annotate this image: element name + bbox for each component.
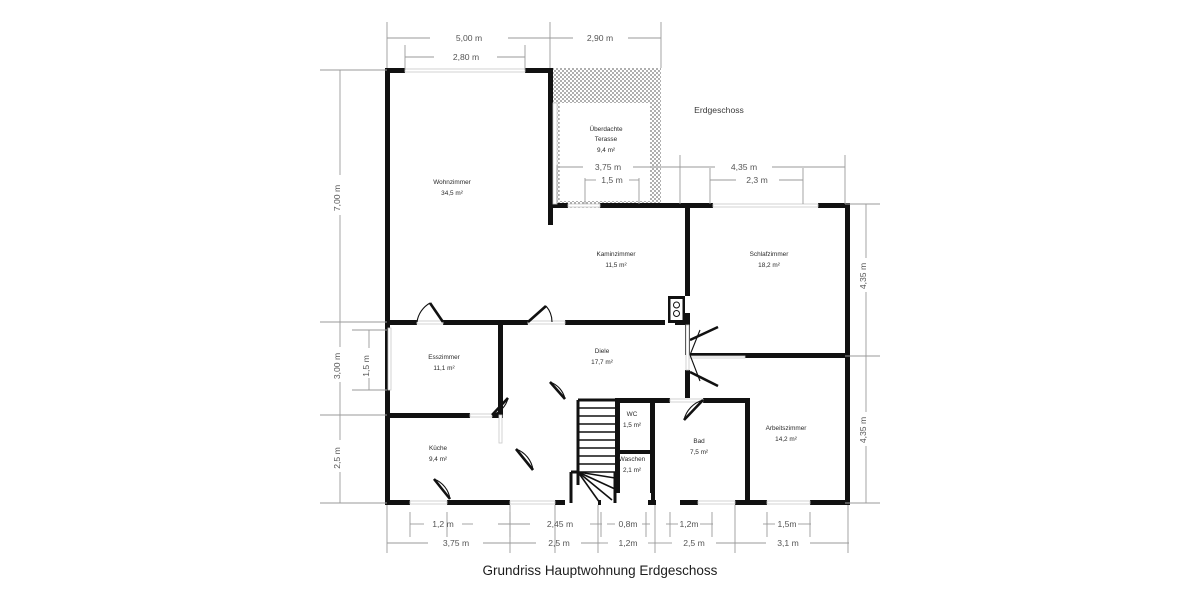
dimension-left-7-00: 7,00 m: [332, 185, 342, 211]
wall-structure: [385, 68, 850, 505]
dimension-bottom-2-5a: 2,5 m: [548, 538, 570, 548]
dimension-right-4-35-top: 4,35 m: [858, 263, 868, 289]
room-area-esszimmer: 11,1 m²: [433, 365, 454, 372]
room-area-arbeitszimmer: 14,2 m²: [775, 436, 797, 443]
room-label-terrasse-line1: Überdachte: [589, 125, 622, 133]
room-label-kueche: Küche: [429, 445, 448, 452]
dimension-bottom-2-5b: 2,5 m: [683, 538, 705, 548]
dimensions-mid: 3,75 m 4,35 m 1,5 m 2,3 m: [556, 155, 846, 204]
dimensions-top: 5,00 m 2,90 m 2,80 m: [386, 22, 662, 70]
dimension-bottom-2-45: 2,45 m: [547, 519, 573, 529]
room-area-diele: 17,7 m²: [591, 359, 613, 366]
dimension-left-2-5: 2,5 m: [332, 447, 342, 469]
dimension-left-3-00: 3,00 m: [332, 353, 342, 379]
staircase: [569, 398, 617, 504]
room-area-kaminzimmer: 11,5 m²: [605, 262, 626, 269]
room-labels: Wohnzimmer 34,5 m² Überdachte Terasse 9,…: [428, 125, 807, 474]
room-area-schlafzimmer: 18,2 m²: [758, 262, 780, 269]
fireplace-icon: [668, 296, 685, 323]
room-label-arbeitszimmer: Arbeitszimmer: [766, 425, 808, 432]
room-area-wc: 1,5 m²: [623, 422, 641, 429]
room-label-kaminzimmer: Kaminzimmer: [596, 251, 636, 258]
room-area-waschen: 2,1 m²: [623, 467, 641, 474]
doors: [416, 302, 719, 500]
floor-level-label: Erdgeschoss: [694, 105, 744, 115]
room-label-waschen: Waschen: [619, 456, 646, 463]
covered-terrace-hatch: [553, 68, 661, 208]
dimensions-left: 7,00 m 3,00 m 1,5 m 2,5 m: [320, 69, 387, 504]
plan-title: Grundriss Hauptwohnung Erdgeschoss: [483, 563, 718, 578]
dimensions-right: 4,35 m 4,35 m: [845, 203, 880, 504]
dimension-bottom-1-5: 1,5m: [777, 519, 796, 529]
dimension-bottom-0-8: 0,8m: [618, 519, 637, 529]
room-label-esszimmer: Esszimmer: [428, 354, 460, 361]
dimension-bottom-1-2c: 1,2m: [618, 538, 637, 548]
dimension-mid-3-75: 3,75 m: [595, 162, 621, 172]
dimension-mid-2-3: 2,3 m: [746, 175, 768, 185]
dimension-top-2-90: 2,90 m: [587, 33, 613, 43]
dimension-top-2-80: 2,80 m: [453, 52, 479, 62]
dimension-mid-1-5: 1,5 m: [601, 175, 623, 185]
dimension-bottom-3-75: 3,75 m: [443, 538, 469, 548]
dimension-bottom-1-2b: 1,2m: [679, 519, 698, 529]
room-label-schlafzimmer: Schlafzimmer: [750, 251, 790, 258]
room-label-diele: Diele: [595, 348, 610, 355]
room-area-terrasse: 9,4 m²: [597, 147, 615, 154]
dimension-bottom-1-2a: 1,2 m: [432, 519, 454, 529]
dimension-top-5-00: 5,00 m: [456, 33, 482, 43]
room-label-terrasse-line2: Terasse: [595, 136, 618, 143]
room-label-wc: WC: [627, 411, 638, 418]
windows: [387, 68, 819, 505]
dimensions-bottom: 1,2 m 2,45 m 0,8m 1,2m 1,5m 3,75 m 2,5 m…: [386, 505, 849, 553]
dimension-mid-4-35: 4,35 m: [731, 162, 757, 172]
room-area-bad: 7,5 m²: [690, 449, 708, 456]
room-label-wohnzimmer: Wohnzimmer: [433, 179, 471, 186]
room-label-bad: Bad: [693, 438, 705, 445]
dimension-left-1-5: 1,5 m: [361, 355, 371, 377]
room-area-kueche: 9,4 m²: [429, 456, 447, 463]
dimension-bottom-3-1: 3,1 m: [777, 538, 799, 548]
dimension-right-4-35-bottom: 4,35 m: [858, 417, 868, 443]
room-area-wohnzimmer: 34,5 m²: [441, 190, 463, 197]
